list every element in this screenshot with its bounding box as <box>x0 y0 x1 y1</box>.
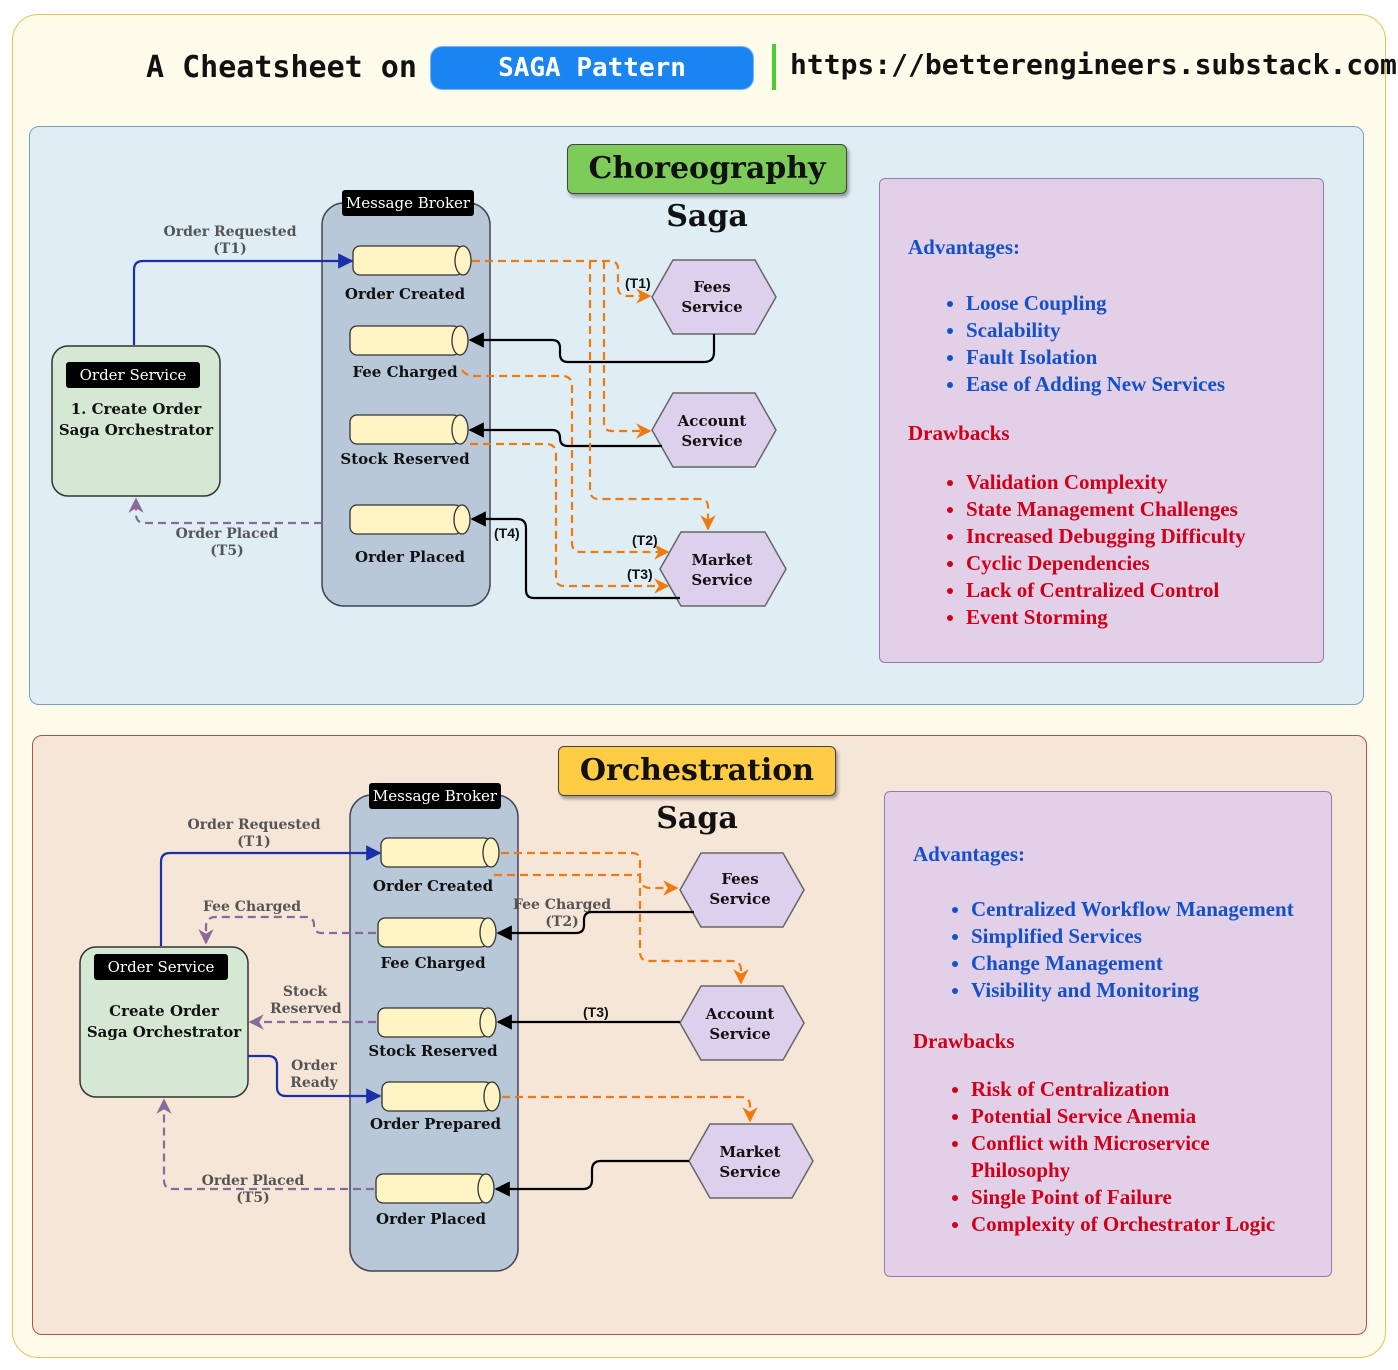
choreo-broker-label: Message Broker <box>342 190 474 216</box>
orch-market-service-shape <box>688 1123 814 1199</box>
orch-order-requested-label: Order Requested(T1) <box>187 817 321 850</box>
orch-order-requested-arrow <box>159 845 382 946</box>
choreo-topic-order-created <box>352 245 472 276</box>
orch-advantages-list: Centralized Workflow Management Simplifi… <box>945 896 1294 1004</box>
list-item: Conflict with Microservice Philosophy <box>971 1130 1301 1184</box>
list-item: State Management Challenges <box>966 496 1246 523</box>
choreo-order-requested-arrow <box>132 253 354 345</box>
orch-account-service-shape <box>679 985 805 1061</box>
orch-topic-fee-charged <box>377 917 497 948</box>
orch-order-ready-arrow <box>248 1054 382 1104</box>
choreo-stock-reserved-arrow <box>468 422 662 448</box>
choreo-topic-stock-reserved <box>349 414 469 445</box>
choreo-order-service-line2: Saga Orchestrator <box>58 421 214 439</box>
choreo-t4-tag: (T4) <box>494 525 520 541</box>
orch-order-placed-label: Order Placed(T5) <box>201 1173 305 1206</box>
orch-order-service-label: Order Service <box>94 954 228 980</box>
choreo-account-service-shape <box>651 392 777 468</box>
orch-broker-label: Message Broker <box>369 783 501 809</box>
choreo-event-arrows <box>461 259 716 594</box>
choreo-topic-label: Order Created <box>344 285 466 303</box>
orch-order-placed-arrow <box>494 1159 689 1197</box>
choreo-fees-service-shape <box>651 259 777 335</box>
orch-topic-order-prepared <box>381 1081 501 1112</box>
choreo-t1-tag: (T1) <box>625 275 651 291</box>
list-item: Single Point of Failure <box>971 1184 1301 1211</box>
choreo-drawbacks-title: Drawbacks <box>908 421 1010 445</box>
orch-topic-label: Stock Reserved <box>368 1042 498 1060</box>
orch-fee-charged-right-label: Fee Charged(T2) <box>512 897 612 930</box>
orch-topic-label: Order Placed <box>376 1210 486 1228</box>
choreo-market-service-shape <box>659 531 787 607</box>
list-item: Scalability <box>966 317 1225 344</box>
choreo-advantages-title: Advantages: <box>908 235 1021 259</box>
header-url[interactable]: https://betterengineers.substack.com <box>790 48 1397 81</box>
orch-topic-stock-reserved <box>377 1007 497 1038</box>
list-item: Risk of Centralization <box>971 1076 1301 1103</box>
orch-drawbacks-title: Drawbacks <box>913 1029 1015 1053</box>
orch-topic-order-placed <box>375 1173 495 1204</box>
orch-fee-charged-left-label: Fee Charged <box>202 899 302 915</box>
choreo-order-service-label: Order Service <box>66 362 200 388</box>
orch-topic-label: Order Created <box>372 877 494 895</box>
choreo-drawbacks-list: Validation Complexity State Management C… <box>940 469 1246 631</box>
choreo-fee-charged-arrow <box>468 332 716 364</box>
list-item: Simplified Services <box>971 923 1294 950</box>
list-item: Change Management <box>971 950 1294 977</box>
orch-return-arrows <box>156 915 376 1191</box>
list-item: Cyclic Dependencies <box>966 550 1246 577</box>
choreo-order-placed-arrow <box>128 497 322 525</box>
orch-pros-cons-panel: Advantages: Centralized Workflow Managem… <box>884 791 1332 1277</box>
list-item: Centralized Workflow Management <box>971 896 1294 923</box>
orch-drawbacks-list: Risk of Centralization Potential Service… <box>945 1076 1301 1238</box>
choreo-topic-label: Stock Reserved <box>340 450 470 468</box>
choreo-pros-cons-panel: Advantages: Loose Coupling Scalability F… <box>879 178 1324 663</box>
orch-t3-tag: (T3) <box>583 1004 609 1020</box>
choreo-topic-order-placed <box>349 504 471 535</box>
choreography-title: Choreography Saga <box>567 144 847 234</box>
list-item: Increased Debugging Difficulty <box>966 523 1246 550</box>
orch-topic-label: Fee Charged <box>380 954 486 972</box>
choreo-topic-label: Fee Charged <box>352 363 458 381</box>
orchestration-title: Orchestration Saga <box>558 746 836 836</box>
orch-event-arrows <box>494 851 758 1123</box>
choreo-order-service-line1: 1. Create Order <box>70 400 202 418</box>
list-item: Complexity of Orchestrator Logic <box>971 1211 1301 1238</box>
list-item: Event Storming <box>966 604 1246 631</box>
orch-topic-label: Order Prepared <box>370 1115 501 1133</box>
list-item: Visibility and Monitoring <box>971 977 1294 1004</box>
choreo-topic-label: Order Placed <box>355 548 465 566</box>
list-item: Ease of Adding New Services <box>966 371 1225 398</box>
header-pill: SAGA Pattern <box>430 46 754 90</box>
orch-order-service-line2: Saga Orchestrator <box>86 1023 242 1041</box>
choreo-order-placed-return-arrow <box>470 511 680 600</box>
header-prefix: A Cheatsheet on <box>146 50 417 85</box>
orch-topic-order-created <box>380 837 500 868</box>
list-item: Loose Coupling <box>966 290 1225 317</box>
list-item: Potential Service Anemia <box>971 1103 1301 1130</box>
orch-fees-service-shape <box>679 852 805 928</box>
orch-order-service-line1: Create Order <box>109 1002 219 1020</box>
list-item: Validation Complexity <box>966 469 1246 496</box>
orch-advantages-title: Advantages: <box>913 842 1026 866</box>
choreo-t3-tag: (T3) <box>627 566 653 582</box>
list-item: Lack of Centralized Control <box>966 577 1246 604</box>
list-item: Fault Isolation <box>966 344 1225 371</box>
header-divider <box>772 44 776 90</box>
orch-order-service <box>79 946 249 1098</box>
choreo-order-requested-label: Order Requested(T1) <box>163 224 297 257</box>
choreo-t2-tag: (T2) <box>632 532 658 548</box>
orch-fee-charged-arrow <box>496 910 694 941</box>
choreo-topic-fee-charged <box>349 325 469 356</box>
choreo-advantages-list: Loose Coupling Scalability Fault Isolati… <box>940 290 1225 398</box>
choreo-order-placed-label: Order Placed(T5) <box>175 526 279 559</box>
